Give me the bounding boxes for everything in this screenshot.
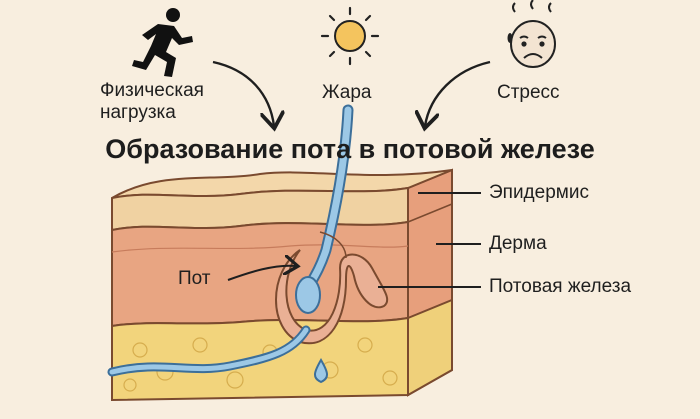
arrow-exercise [212, 60, 274, 126]
label-sweat: Пот [178, 268, 211, 289]
arrow-stress [425, 60, 491, 126]
cause-label-exercise-line2: нагрузка [100, 102, 176, 123]
running-person-icon [132, 8, 193, 77]
sun-icon [320, 6, 380, 66]
label-gland: Потовая железа [489, 276, 632, 297]
sweat-gland [275, 249, 389, 345]
cause-label-stress: Стресс [497, 82, 560, 103]
label-epidermis: Эпидермис [489, 182, 589, 203]
stressed-face-icon [507, 0, 556, 68]
sweat-droplet [314, 358, 328, 384]
diagram-title: Образование пота в потовой железе [105, 134, 595, 164]
label-dermis: Дерма [489, 233, 547, 254]
cause-label-heat: Жара [322, 82, 372, 103]
cause-label-exercise: Физическая нагрузка [100, 80, 204, 124]
sweat-arrow [227, 266, 296, 281]
cause-label-exercise-line1: Физическая [100, 80, 204, 101]
